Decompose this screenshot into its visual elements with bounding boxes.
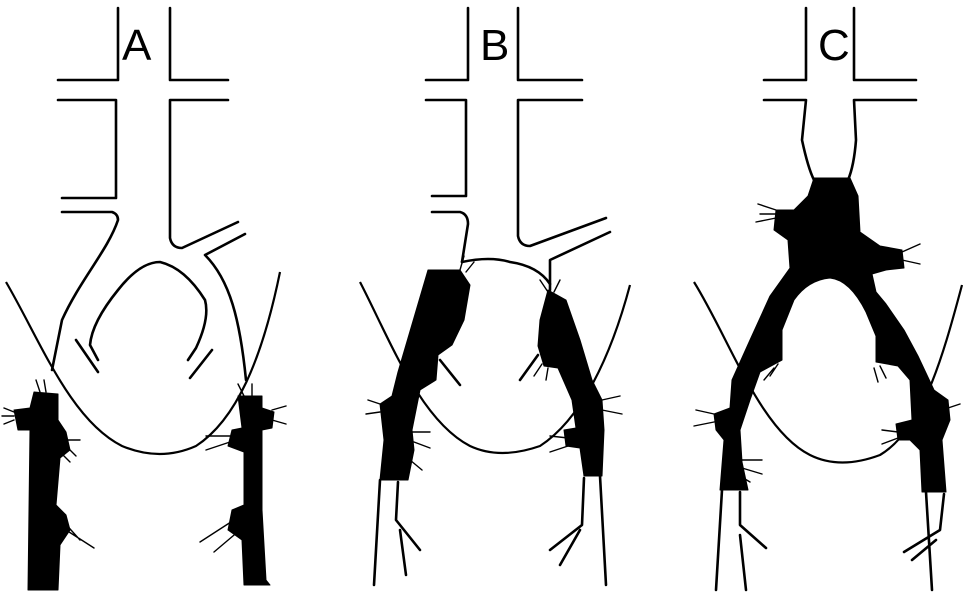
external-iliac-left bbox=[716, 490, 766, 590]
aorta-left-wall bbox=[426, 8, 468, 262]
panel-a-label: A bbox=[122, 21, 152, 70]
aorta-right-wall bbox=[518, 8, 610, 290]
external-iliac-right bbox=[550, 476, 606, 585]
occlusion-right bbox=[228, 396, 274, 585]
panel-b: B bbox=[360, 8, 630, 585]
internal-iliac-loop bbox=[90, 262, 206, 360]
occlusion-left bbox=[380, 270, 470, 480]
panel-a: A bbox=[2, 8, 286, 590]
occlusion-aorto-iliac bbox=[714, 178, 950, 492]
panel-c: C bbox=[694, 8, 962, 590]
external-iliac-right bbox=[904, 492, 944, 590]
occlusion-left bbox=[14, 392, 70, 590]
internal-iliac-loop bbox=[462, 259, 550, 284]
aorta-right-wall bbox=[170, 8, 246, 380]
panel-b-label: B bbox=[480, 21, 509, 70]
external-iliac-left bbox=[374, 480, 420, 585]
aorta-left-wall bbox=[52, 8, 118, 370]
internal-iliac-inner bbox=[440, 355, 538, 385]
panel-c-label: C bbox=[818, 21, 850, 70]
